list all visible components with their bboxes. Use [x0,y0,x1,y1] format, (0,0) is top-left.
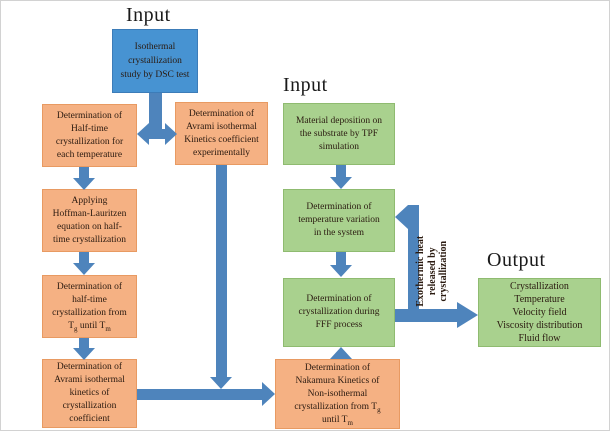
box-line: crystallization from [52,307,127,318]
box-line: Material deposition on [295,115,382,126]
arrow-kinetics-to-nakamura [137,389,263,400]
arrow-material-to-temp [336,165,346,178]
box-line: Determination of [188,108,255,119]
box-line: the substrate by TPF [299,128,379,139]
box-crystallization-fff: Determination of crystallization during … [283,278,395,347]
box-line: Non-isothermal [307,388,368,399]
range-mid: until T [77,320,106,331]
subscript-g: g [74,324,78,333]
box-line: Determination of [56,110,123,121]
box-avrami-experimental: Determination of Avrami isothermal Kinet… [175,102,268,165]
box-material-deposition: Material deposition on the substrate by … [283,103,395,165]
box-line: Isothermal [134,42,176,52]
heading-input-right: Input [283,74,328,96]
box-line: Fluid flow [518,333,561,344]
box-line: Determination of [304,362,371,373]
box-line: Determination of [306,294,372,304]
box-line: Determination of [56,362,123,372]
box-line: Half-time [71,123,108,134]
box-line-subscripts: until Tm [278,414,397,427]
box-temperature-variation: Determination of temperature variation i… [283,189,395,252]
box-line: study by DSC test [120,70,190,80]
box-line: half-time [72,294,107,305]
arrowhead-down-icon [330,177,352,189]
box-line: Crystallization [510,281,569,292]
arrow-exothermic-feedback-bar [408,205,419,322]
box-line: Applying [71,195,108,206]
box-line: Determination of [56,281,123,292]
box-hoffman-lauritzen: Applying Hoffman-Lauritzen equation on h… [42,189,137,252]
box-line: temperature variation [298,215,380,225]
box-line: Viscosity distribution [496,320,583,331]
box-avrami-kinetics-coefficient: Determination of Avrami isothermal kinet… [42,359,137,428]
arrowhead-right-icon [165,123,177,145]
exothermic-line: released by [426,247,438,296]
range-pre: crystallization from T [294,401,378,412]
arrowhead-down-icon [73,178,95,190]
box-line: Temperature [514,294,565,305]
box-line: crystallization [128,56,182,66]
range-pre: until T [322,414,348,425]
arrow-hoffman-to-range [79,252,89,264]
subscript-m: m [105,324,111,333]
box-line: Hoffman-Lauritzen [52,208,127,219]
box-line: Avrami isothermal [186,121,257,132]
box-line: experimentally [193,147,250,158]
subscript-m: m [347,418,353,427]
box-line-subscripts: crystallization from Tg [278,401,397,414]
box-line: each temperature [56,149,123,160]
box-halftime-tg-tm: Determination of half-time crystallizati… [42,275,137,338]
box-line-subscripts: Tg until Tm [45,320,134,333]
range-pre: T [68,320,75,331]
heading-output: Output [487,249,546,271]
arrow-dsc-stem [149,93,162,138]
arrowhead-down-icon [73,263,95,275]
box-line: time crystallization [52,234,127,245]
box-nakamura-kinetics: Determination of Nakamura Kinetics of No… [275,359,400,429]
box-line: coefficient [69,414,110,424]
arrowhead-left-icon [395,205,408,229]
box-line: in the system [313,228,365,238]
arrow-avrami-exp-down [216,165,227,378]
box-halftime-each-temperature: Determination of Half-time crystallizati… [42,104,137,167]
arrowhead-down-icon [330,265,352,277]
box-line: FFF process [315,320,363,330]
box-dsc-test: Isothermal crystallization study by DSC … [112,29,198,93]
box-line: Velocity field [512,307,567,318]
arrowhead-down-icon [73,348,95,360]
subscript-g: g [377,405,381,414]
exothermic-line: crystallization [437,240,449,302]
arrow-split-bar [147,129,166,139]
arrowhead-right-icon [457,302,478,328]
arrowhead-down-icon [210,377,232,389]
box-line: Determination of [306,202,372,212]
box-line: equation on half- [57,221,122,232]
box-output-results: Crystallization Temperature Velocity fie… [478,278,601,347]
box-line: Nakamura Kinetics of [295,375,380,386]
heading-input-left: Input [126,4,171,26]
box-line: Kinetics coefficient [184,134,259,145]
arrowhead-left-icon [137,123,149,145]
box-line: crystallization during [298,307,380,317]
box-line: simulation [318,141,360,152]
label-exothermic-heat: Exothermic heat released by crystallizat… [415,206,450,336]
box-line: Avrami isothermal [54,375,125,385]
arrow-halftime-to-hoffman [79,167,89,180]
box-line: crystallization [62,401,117,411]
arrow-range-to-kinetics [79,338,89,349]
arrowhead-right-icon [262,382,275,406]
arrowhead-up-icon [330,347,352,359]
arrow-temp-to-fff [336,252,346,266]
box-line: crystallization for [55,136,124,147]
exothermic-line: Exothermic heat [414,235,426,307]
box-line: kinetics of [69,388,110,398]
